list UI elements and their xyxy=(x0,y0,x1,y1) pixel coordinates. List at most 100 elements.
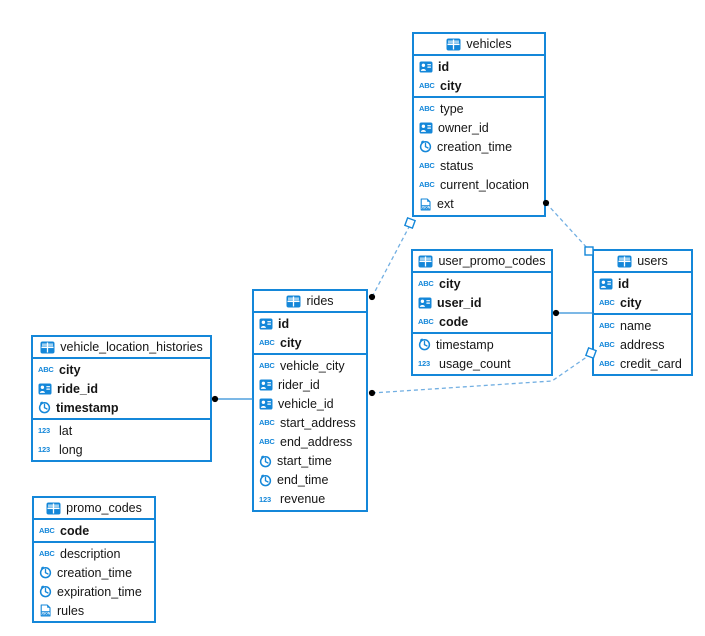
column-name: lat xyxy=(59,423,73,438)
column-name: city xyxy=(59,362,81,377)
relationship-dot-marker xyxy=(211,395,219,403)
string-type-icon: ABC xyxy=(418,316,434,326)
column-row-id[interactable]: id xyxy=(594,274,691,293)
column-row-current_location[interactable]: ABC current_location xyxy=(414,176,544,195)
column-name: description xyxy=(60,546,121,561)
column-row-user_id[interactable]: user_id xyxy=(413,293,551,312)
column-row-creation_time[interactable]: creation_time xyxy=(34,563,154,582)
column-row-creation_time[interactable]: creation_time xyxy=(414,137,544,156)
column-row-id[interactable]: id xyxy=(414,57,544,76)
column-name: current_location xyxy=(440,178,529,193)
table-header[interactable]: vehicles xyxy=(414,34,544,56)
svg-text:JSON: JSON xyxy=(41,612,51,616)
column-row-city[interactable]: ABC city xyxy=(414,76,544,95)
number-type-icon: 123 xyxy=(259,494,271,504)
uuid-type-icon xyxy=(259,398,273,410)
timestamp-type-icon xyxy=(39,585,52,598)
string-type-icon: ABC xyxy=(419,180,435,190)
string-type-icon: ABC xyxy=(599,297,615,307)
column-name: city xyxy=(440,78,462,93)
table-name: rides xyxy=(306,294,334,308)
uuid-type-icon xyxy=(259,318,273,330)
table-header[interactable]: users xyxy=(594,251,691,273)
string-type-icon: ABC xyxy=(419,80,435,90)
table-icon xyxy=(617,255,632,267)
column-name: vehicle_city xyxy=(280,358,345,373)
table-header[interactable]: user_promo_codes xyxy=(413,251,551,273)
column-row-ride_id[interactable]: ride_id xyxy=(33,379,210,398)
relationship-rides-vehicles xyxy=(371,226,410,298)
column-row-rider_id[interactable]: rider_id xyxy=(254,375,366,394)
svg-text:JSON: JSON xyxy=(421,205,431,209)
column-name: expiration_time xyxy=(57,584,142,599)
table-header[interactable]: rides xyxy=(254,291,366,313)
column-name: credit_card xyxy=(620,356,682,371)
column-name: owner_id xyxy=(438,120,489,135)
relationship-dot-marker xyxy=(368,389,376,397)
column-name: ext xyxy=(437,197,454,212)
column-row-expiration_time[interactable]: expiration_time xyxy=(34,582,154,601)
table-header[interactable]: vehicle_location_histories xyxy=(33,337,210,359)
column-name: id xyxy=(438,59,450,74)
uuid-type-icon xyxy=(599,278,613,290)
column-row-revenue[interactable]: 123 revenue xyxy=(254,490,366,509)
column-row-start_time[interactable]: start_time xyxy=(254,452,366,471)
column-name: code xyxy=(60,523,90,538)
relationship-vehicles-users xyxy=(545,202,590,251)
timestamp-type-icon xyxy=(259,455,272,468)
relationship-dot-marker xyxy=(552,309,560,317)
column-row-name[interactable]: ABC name xyxy=(594,316,691,335)
column-name: status xyxy=(440,159,474,174)
column-name: start_address xyxy=(280,416,356,431)
column-name: name xyxy=(620,318,652,333)
column-row-ext[interactable]: JSON ext xyxy=(414,195,544,214)
column-row-end_time[interactable]: end_time xyxy=(254,471,366,490)
column-name: id xyxy=(618,276,630,291)
column-row-timestamp[interactable]: timestamp xyxy=(413,335,551,354)
table-name: vehicle_location_histories xyxy=(60,340,203,354)
column-row-timestamp[interactable]: timestamp xyxy=(33,398,210,417)
timestamp-type-icon xyxy=(419,140,432,153)
string-type-icon: ABC xyxy=(599,320,615,330)
table-name: vehicles xyxy=(466,37,512,51)
table-header[interactable]: promo_codes xyxy=(34,498,154,520)
column-row-vehicle_id[interactable]: vehicle_id xyxy=(254,394,366,413)
column-row-id[interactable]: id xyxy=(254,314,366,333)
column-name: vehicle_id xyxy=(278,396,334,411)
table-name: user_promo_codes xyxy=(438,254,546,268)
column-name: creation_time xyxy=(437,139,513,154)
relationship-dot-marker xyxy=(368,293,376,301)
column-name: revenue xyxy=(280,492,326,507)
column-row-owner_id[interactable]: owner_id xyxy=(414,118,544,137)
